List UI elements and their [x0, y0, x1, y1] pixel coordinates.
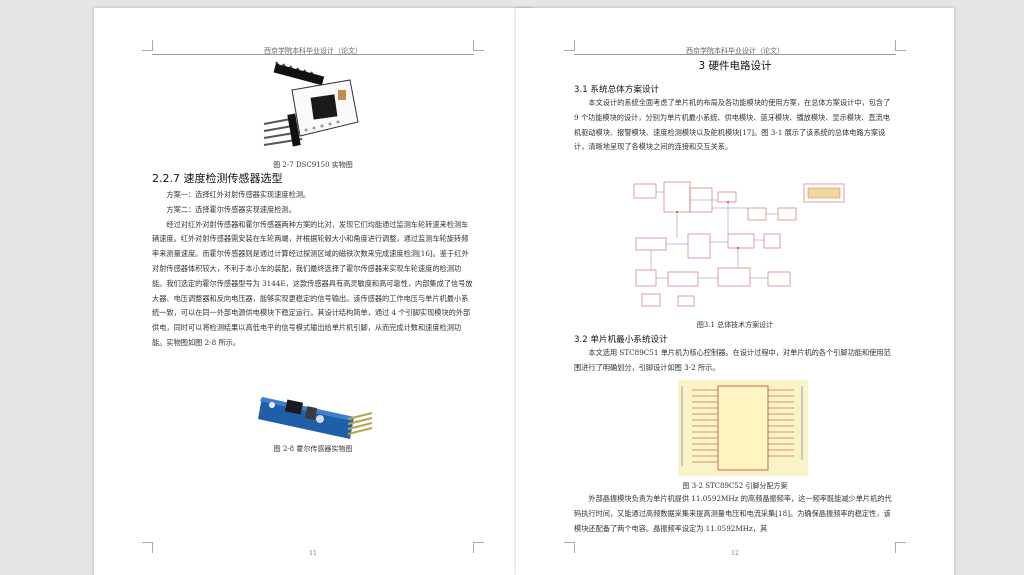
body-text: 外部晶振模块负责为单片机提供 11.0592MHz 的高频晶振频率，这一频率既能…: [574, 492, 896, 536]
paragraph: 本文设计的系统全面考虑了单片机的布局及各功能模块的使用方案，在总体方案设计中，包…: [574, 98, 891, 152]
page-header: 西京学院本科毕业设计（论文）: [264, 47, 362, 55]
crop-mark: [473, 542, 484, 553]
dsc9150-module-image: [263, 61, 359, 147]
crop-mark: [895, 40, 906, 51]
body-text: 方案一：选择红外对射传感器实现速度检测。 方案二：选择霍尔传感器实现速度检测。 …: [152, 188, 474, 351]
option-one: 方案一：选择红外对射传感器实现速度检测。: [166, 190, 311, 199]
crop-mark: [564, 40, 575, 51]
page-number: 12: [731, 550, 739, 557]
crop-mark: [564, 542, 575, 553]
page-header: 西京学院本科毕业设计（论文）: [686, 47, 784, 55]
system-schematic-image: [633, 181, 845, 307]
crop-mark: [142, 542, 153, 553]
paragraph: 经过对红外对射传感器和霍尔传感器两种方案的比对，发现它们均能通过监测车轮转速来检…: [152, 219, 473, 347]
crop-mark: [473, 40, 484, 51]
pinout-diagram-image: [678, 380, 808, 476]
header-rule: [574, 54, 896, 55]
header-rule: [152, 54, 474, 55]
paragraph: 本文选用 STC89C51 单片机为核心控制器。在设计过程中，对单片机的各个引脚…: [574, 348, 891, 372]
hall-sensor-image: [258, 397, 373, 439]
section-heading: 3.1 系统总体方案设计: [574, 85, 660, 95]
figure-caption: 图 2-7 DSC9150 实物图: [273, 161, 353, 169]
document-page-left: 西京学院本科毕业设计（论文） 图 2-7 DSC9150 实物图 2.2.7 速…: [94, 8, 532, 575]
document-page-right: 西京学院本科毕业设计（论文） 3 硬件电路设计 3.1 系统总体方案设计 本文设…: [516, 8, 954, 575]
crop-mark: [142, 40, 153, 51]
section-heading: 3.2 单片机最小系统设计: [574, 335, 668, 345]
figure-caption: 图3.1 总体技术方案设计: [696, 321, 774, 329]
figure-caption: 图 3-2 STC89C52 引脚分配方案: [682, 482, 788, 490]
body-text: 本文设计的系统全面考虑了单片机的布局及各功能模块的使用方案，在总体方案设计中，包…: [574, 96, 896, 155]
chapter-title: 3 硬件电路设计: [698, 60, 772, 72]
crop-mark: [895, 542, 906, 553]
figure-caption: 图 2-8 霍尔传感器实物图: [273, 445, 353, 453]
page-number: 11: [309, 550, 317, 557]
option-two: 方案二：选择霍尔传感器实现速度检测。: [166, 204, 296, 214]
paragraph: 外部晶振模块负责为单片机提供 11.0592MHz 的高频晶振频率，这一频率既能…: [574, 494, 892, 533]
section-heading: 2.2.7 速度检测传感器选型: [152, 172, 283, 185]
body-text: 本文选用 STC89C51 单片机为核心控制器。在设计过程中，对单片机的各个引脚…: [574, 346, 896, 376]
